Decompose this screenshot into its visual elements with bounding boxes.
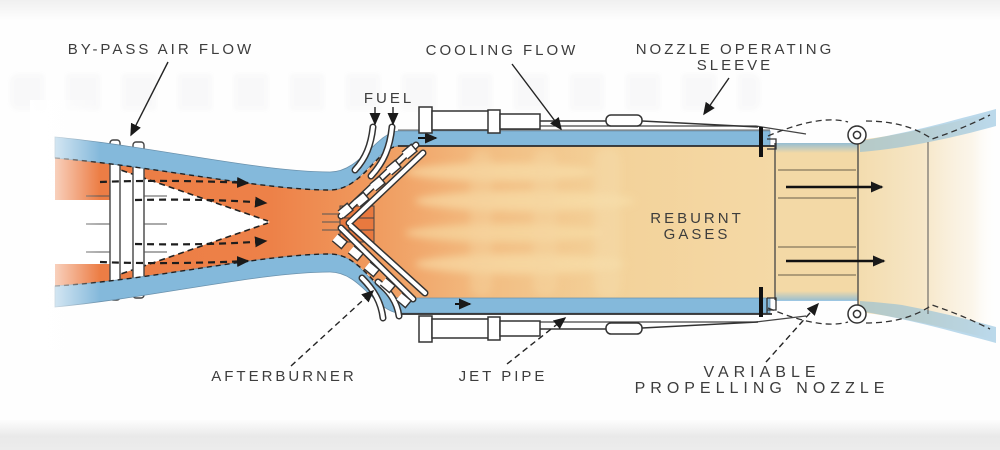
- nozzle-hinges: [759, 127, 777, 317]
- variable-nozzle-leader: [765, 302, 820, 363]
- nozzle-actuator-bottom: [418, 315, 759, 343]
- fuel-spray-bars: [337, 123, 429, 322]
- leader-arrows: [130, 61, 820, 367]
- label-reburnt-gases-line2: GASES: [663, 226, 731, 243]
- flow-arrows: [99, 176, 268, 268]
- flame-streaks: [405, 148, 635, 298]
- label-reburnt-gases-line1: REBURNT: [650, 210, 744, 227]
- nozzle-petal-travel: [767, 114, 991, 330]
- label-nozzle-operating-sleeve-line2: SLEEVE: [696, 57, 774, 74]
- jet-pipe-leader: [506, 317, 567, 365]
- exit-plume: [858, 112, 996, 340]
- nozzle-actuator-top: [418, 106, 759, 134]
- nozzle-rollers: [847, 125, 867, 324]
- label-nozzle-operating-sleeve: NOZZLE OPERATING SLEEVE: [636, 42, 835, 74]
- label-jet-pipe: JET PIPE: [458, 368, 548, 385]
- hot-gas-core: [55, 146, 775, 298]
- label-reburnt-gases: REBURNT GASES: [650, 211, 744, 243]
- exhaust-cone: [112, 167, 270, 277]
- bypass-duct: [54, 129, 775, 315]
- label-fuel: FUEL: [363, 90, 415, 107]
- cooling-leader: [511, 63, 562, 131]
- exhaust-arrows: [786, 181, 886, 267]
- bypass-leader: [130, 61, 169, 137]
- print-artifact-watermark: [10, 74, 760, 110]
- cooling-band-arrows: [418, 132, 472, 310]
- label-nozzle-operating-sleeve-line1: NOZZLE OPERATING: [635, 41, 835, 58]
- label-variable-propelling-nozzle-line2: PROPELLING NOZZLE: [634, 380, 890, 397]
- sleeve-leader: [703, 77, 730, 116]
- afterburner-fuel-injectors: [322, 123, 429, 322]
- label-bypass-air-flow: BY-PASS AIR FLOW: [67, 41, 255, 58]
- label-cooling-flow: COOLING FLOW: [425, 42, 579, 59]
- label-variable-propelling-nozzle: VARIABLE PROPELLING NOZZLE: [635, 365, 890, 397]
- flame-holders: [331, 143, 418, 309]
- afterburner-leader: [290, 289, 375, 367]
- variable-nozzle-section: [759, 109, 996, 343]
- label-variable-propelling-nozzle-line1: VARIABLE: [703, 364, 821, 381]
- label-afterburner: AFTERBURNER: [211, 368, 357, 385]
